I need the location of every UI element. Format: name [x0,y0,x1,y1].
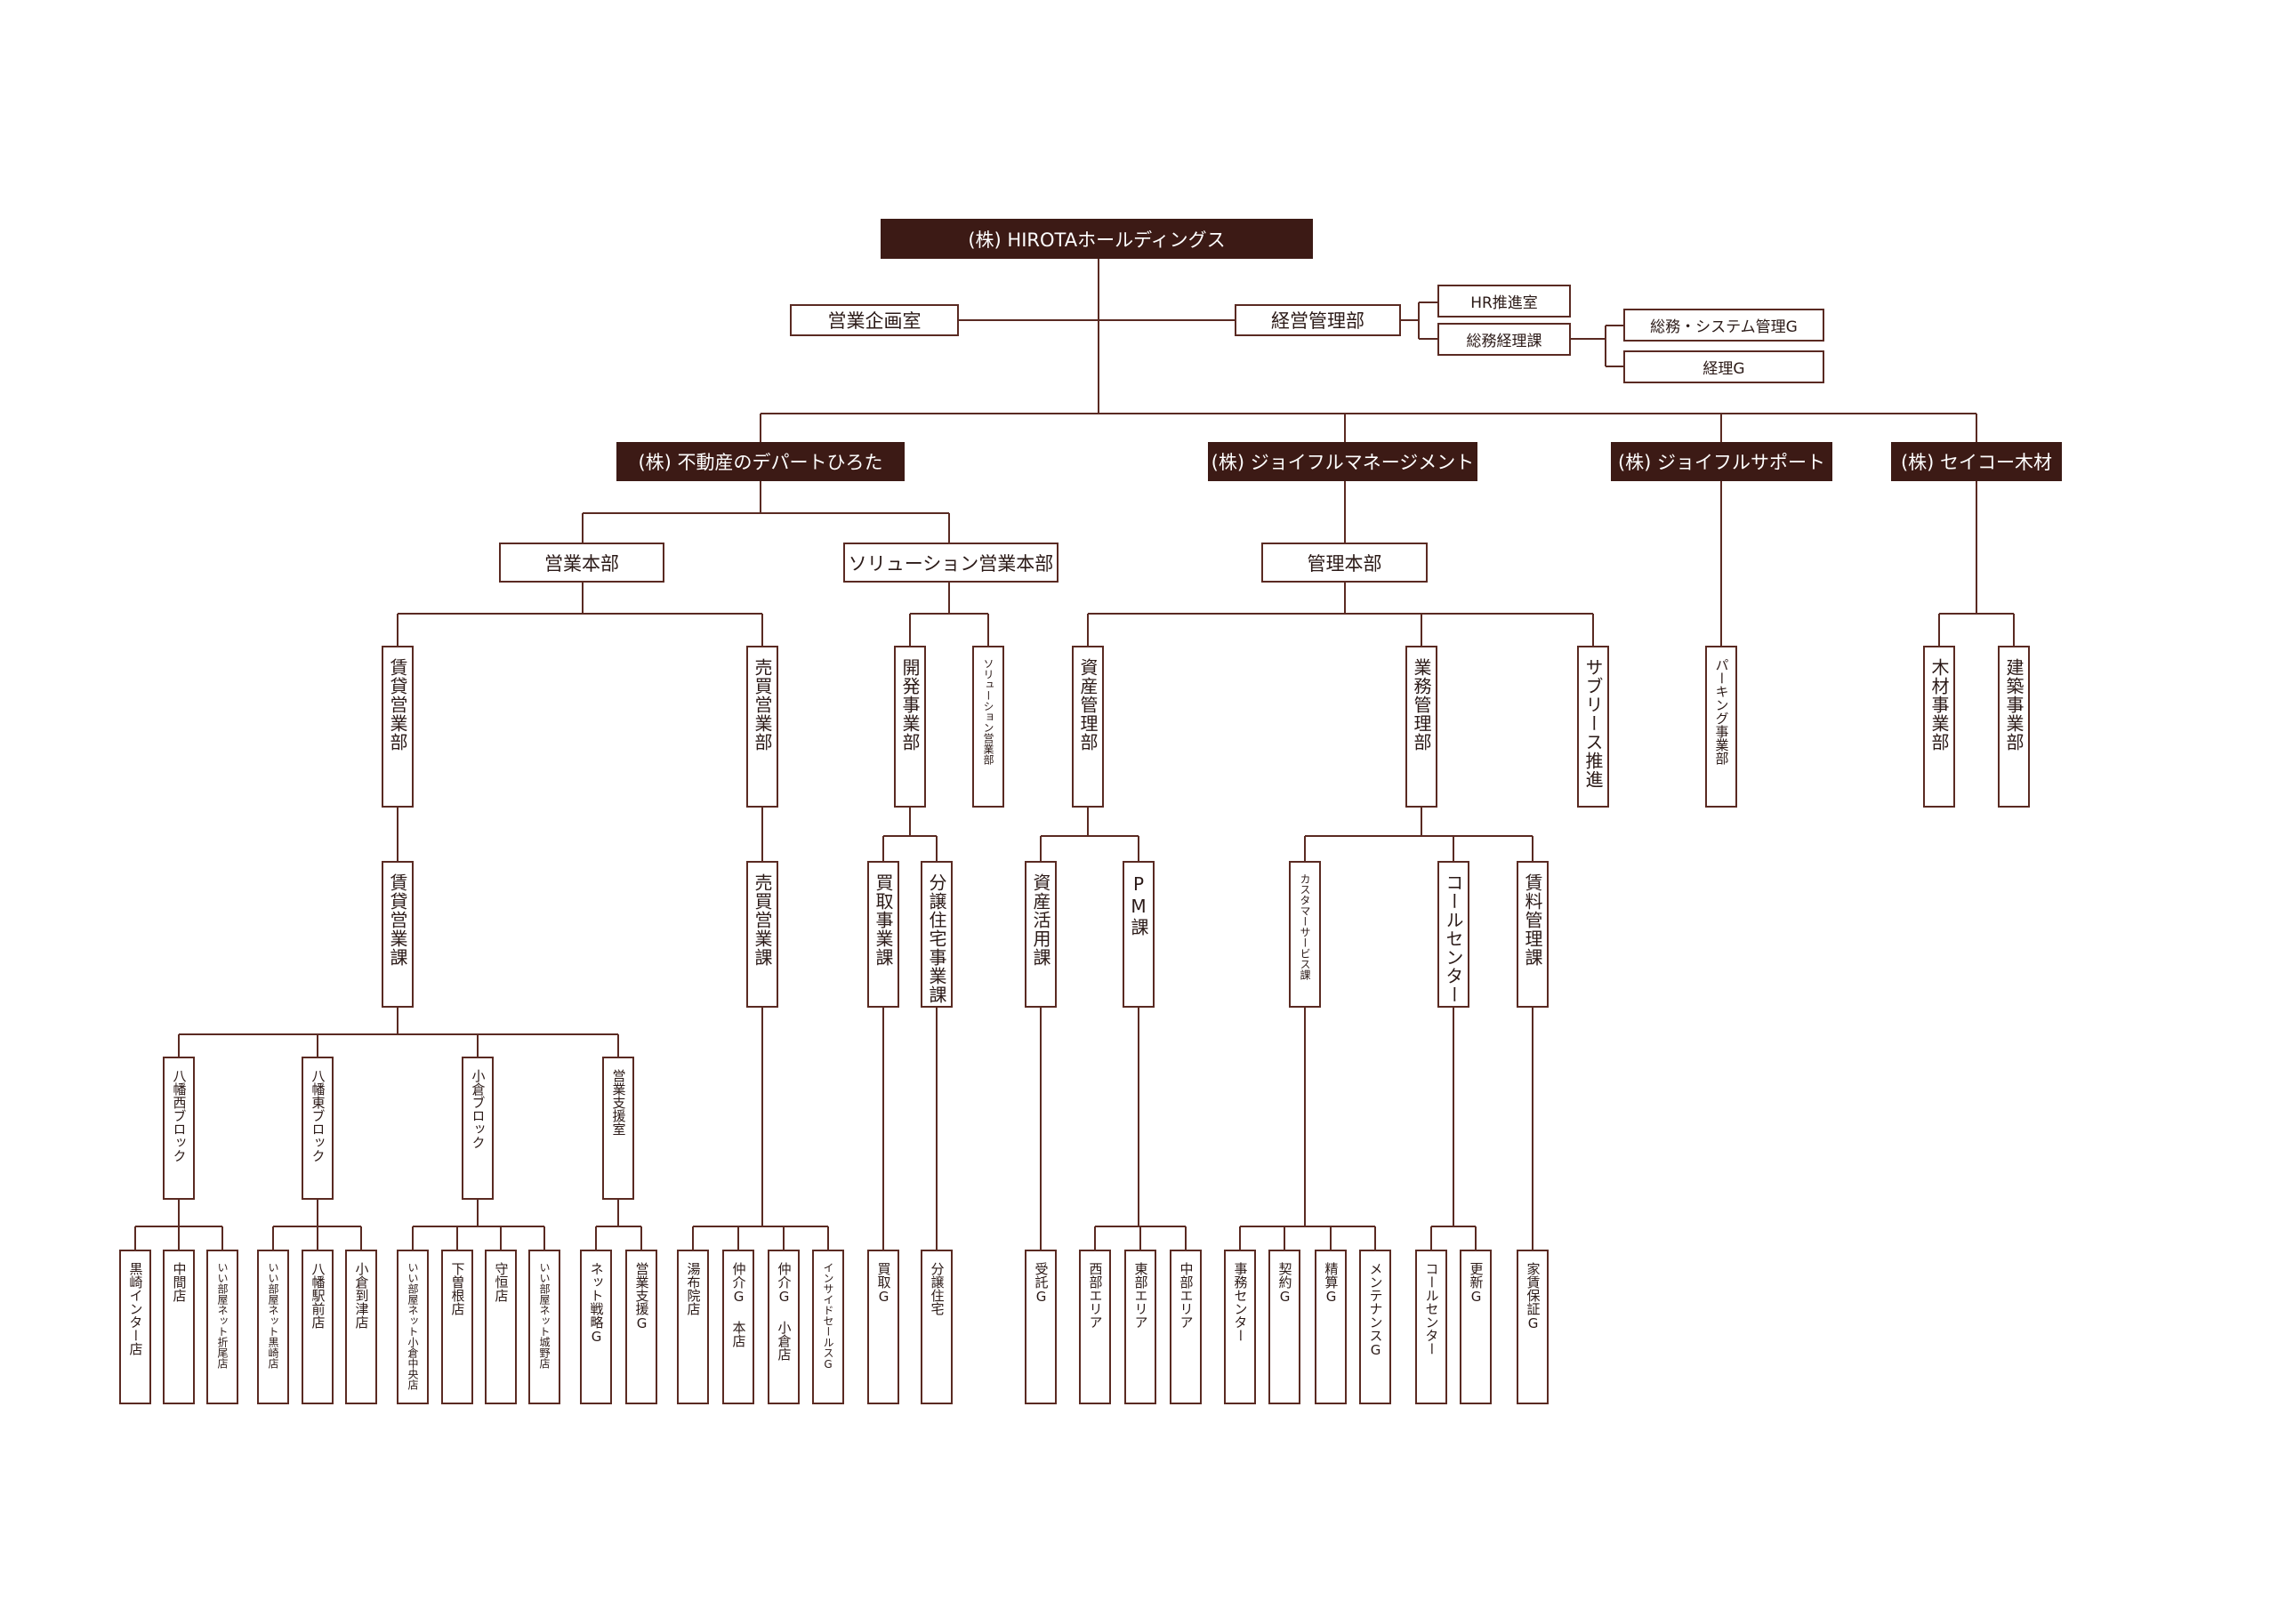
kanri-honbu-box: 管理本部 [1261,543,1428,583]
bunjo-box: 分譲住宅 [921,1250,953,1404]
chukai-honten-box: 仲介G 本店 [722,1250,754,1404]
customer-box: カスタマーサービス課 [1289,861,1321,1008]
inside-sales-box: インサイドセールスG [812,1250,844,1404]
eigyo-shien-g-box: 営業支援G [625,1250,657,1404]
callcenter2-box: コールセンター [1415,1250,1447,1404]
callcenter-box: コールセンター [1437,861,1469,1008]
company-seiko-box: (株) セイコー木材 [1891,442,2062,481]
keiyaku-box: 契約G [1268,1250,1300,1404]
shisan-katsuyo-box: 資産活用課 [1025,861,1057,1008]
gyomu-bu-box: 業務管理部 [1405,646,1437,808]
company-joyful-support-box: (株) ジョイフルサポート [1611,442,1832,481]
somu-system-box: 総務・システム管理G [1623,309,1824,342]
keiri-box: 経理G [1623,350,1824,383]
eigyo-shien-shitsu-box: 営業支援室 [602,1057,634,1200]
koshin-box: 更新G [1460,1250,1492,1404]
shisan-bu-box: 資産管理部 [1072,646,1104,808]
seibu-box: 西部エリア [1079,1250,1111,1404]
holdings-box: (株) HIROTAホールディングス [881,219,1313,259]
sublease-box: サブリース推進 [1577,646,1609,808]
parking-box: パーキング事業部 [1705,646,1737,808]
chintai-ka-box: 賃貸営業課 [382,861,414,1008]
kokura-block-box: 小倉ブロック [462,1057,494,1200]
yahata-higashi-box: 八幡東ブロック [302,1057,334,1200]
kaitori-g-box: 買取G [867,1250,899,1404]
chintai-bu-box: 賃貸営業部 [382,646,414,808]
hr-box: HR推進室 [1437,285,1571,318]
jutaku-g-box: 受託G [1025,1250,1057,1404]
yahata-nishi-box: 八幡西ブロック [163,1057,195,1200]
chubu-box: 中部エリア [1170,1250,1202,1404]
kokura-tozu-box: 小倉到津店 [345,1250,377,1404]
solution-bu-box: ソリューション営業部 [972,646,1004,808]
mokuzai-box: 木材事業部 [1923,646,1955,808]
kurosaki-ic-box: 黒崎インター店 [119,1250,151,1404]
pm-box: PM課 [1123,861,1155,1008]
chukai-kokura-box: 仲介G 小倉店 [768,1250,800,1404]
baibai-ka-box: 売買営業課 [746,861,778,1008]
chinryo-box: 賃料管理課 [1517,861,1549,1008]
baibai-bu-box: 売買営業部 [746,646,778,808]
iiheya-kokura-box: いい部屋ネット小倉中央店 [397,1250,429,1404]
shimosone-box: 下曽根店 [441,1250,473,1404]
morotsune-box: 守恒店 [485,1250,517,1404]
jimu-center-box: 事務センター [1224,1250,1256,1404]
maintenance-box: メンテナンスG [1359,1250,1391,1404]
company-dept-box: (株) 不動産のデパートひろた [616,442,905,481]
kenchiku-box: 建築事業部 [1998,646,2030,808]
eigyo-kikaku-box: 営業企画室 [790,304,959,336]
yachin-hosho-box: 家賃保証G [1517,1250,1549,1404]
nakama-box: 中間店 [163,1250,195,1404]
somu-keiri-box: 総務経理課 [1437,323,1571,356]
kaitori-ka-box: 買取事業課 [867,861,899,1008]
eigyo-honbu-box: 営業本部 [499,543,664,583]
iiheya-jono-box: いい部屋ネット城野店 [528,1250,560,1404]
net-senryaku-box: ネット戦略G [580,1250,612,1404]
seisan-box: 精算G [1315,1250,1347,1404]
bunjo-ka-box: 分譲住宅事業課 [921,861,953,1008]
yahata-eki-box: 八幡駅前店 [302,1250,334,1404]
keiei-kanri-box: 経営管理部 [1235,304,1401,336]
iiheya-kurosaki-box: いい部屋ネット黒崎店 [257,1250,289,1404]
tobu-box: 東部エリア [1124,1250,1156,1404]
yunofuin-box: 湯布院店 [677,1250,709,1404]
solution-honbu-box: ソリューション営業本部 [843,543,1059,583]
iiheya-orio-box: いい部屋ネット折尾店 [206,1250,238,1404]
company-joyful-mgmt-box: (株) ジョイフルマネージメント [1208,442,1477,481]
kaihatsu-bu-box: 開発事業部 [894,646,926,808]
